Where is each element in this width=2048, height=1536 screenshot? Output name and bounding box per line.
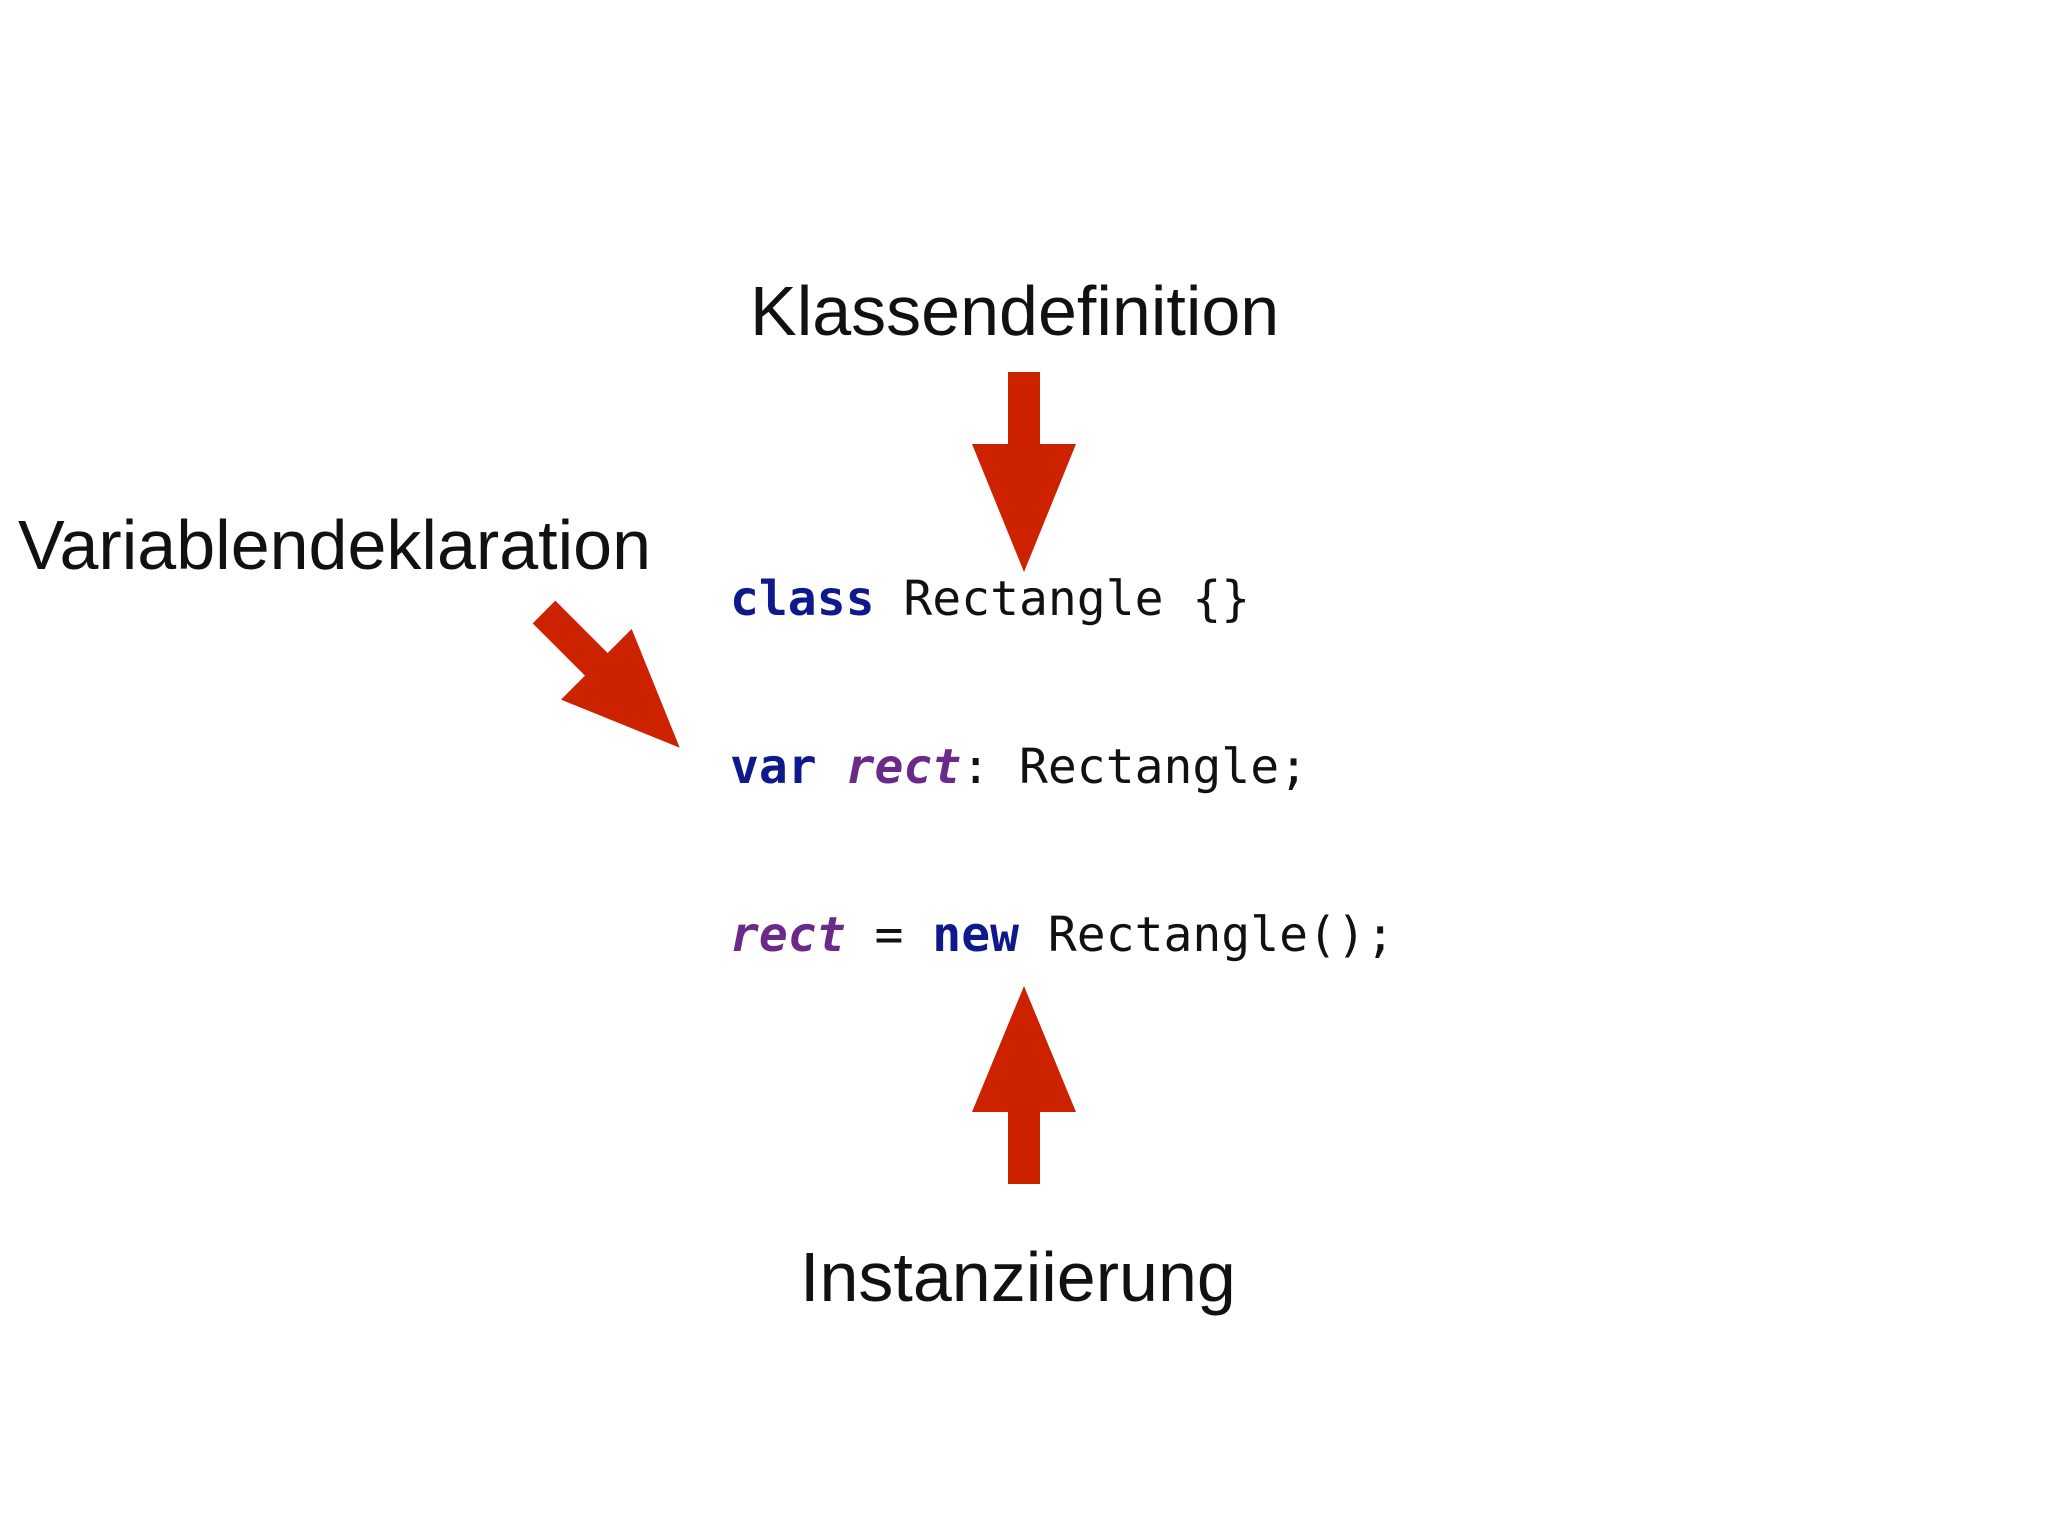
arrow-down-icon <box>972 372 1076 572</box>
label-variable-declaration: Variablendeklaration <box>18 506 652 584</box>
code-space <box>817 739 846 795</box>
label-instantiation: Instanziierung <box>800 1238 1236 1316</box>
code-line-class-definition: class Rectangle {} <box>730 575 1250 623</box>
arrow-down-right-icon <box>532 600 680 748</box>
code-variable-rect: rect <box>845 739 962 795</box>
code-line-variable-declaration: var rect: Rectangle; <box>730 743 1308 791</box>
code-text: : Rectangle; <box>961 739 1308 795</box>
code-keyword-new: new <box>932 907 1019 963</box>
code-keyword-var: var <box>730 739 817 795</box>
code-text: Rectangle(); <box>1019 907 1395 963</box>
label-class-definition: Klassendefinition <box>750 272 1280 350</box>
arrow-up-icon <box>972 986 1076 1184</box>
code-text: Rectangle {} <box>874 571 1251 627</box>
code-variable-rect: rect <box>730 907 846 963</box>
code-assign: = <box>845 907 933 963</box>
code-keyword-class: class <box>730 571 875 627</box>
code-line-instantiation: rect = new Rectangle(); <box>730 911 1395 959</box>
